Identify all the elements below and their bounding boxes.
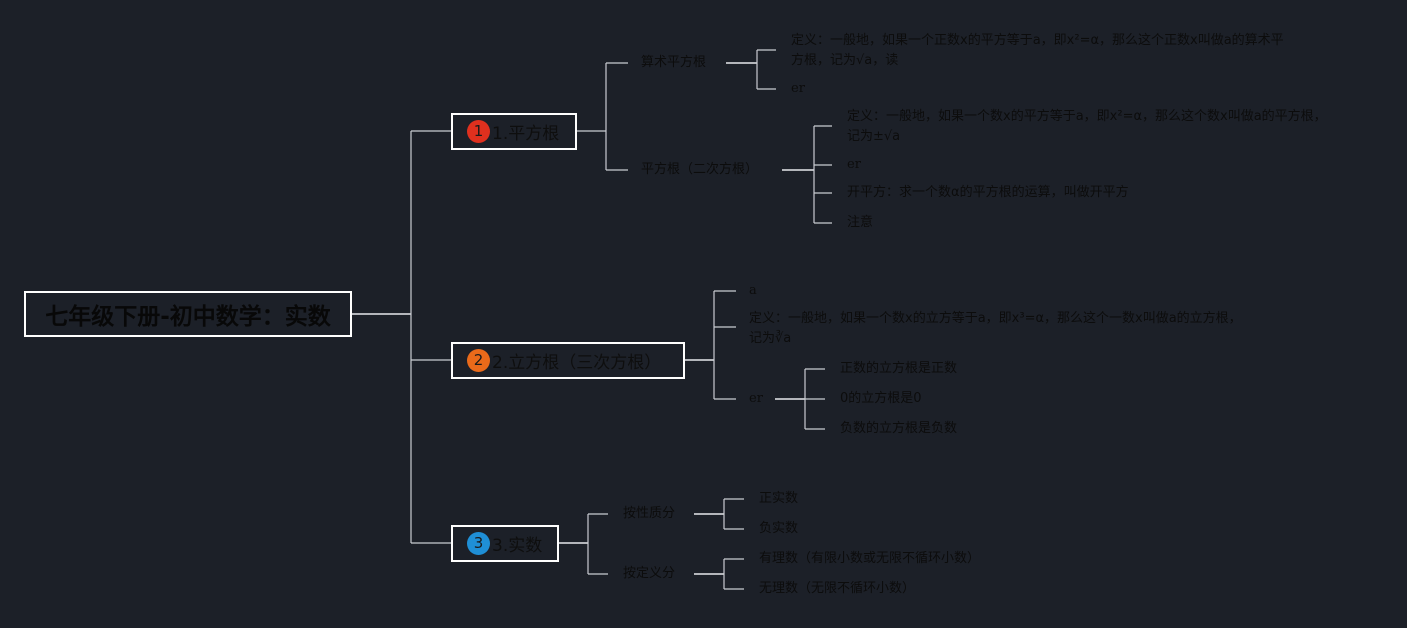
node-irrational[interactable]: 无理数（无限不循环小数） [759, 581, 916, 596]
node-square-root[interactable]: 平方根（二次方根） [641, 162, 759, 177]
branch-node-2[interactable]: 2 2.立方根（三次方根） [451, 342, 685, 379]
branch-node-3[interactable]: 3 3.实数 [451, 525, 559, 562]
node-arithmetic-root-er[interactable]: er [791, 81, 805, 96]
root-node[interactable]: 七年级下册-初中数学：实数 [24, 291, 352, 337]
branch-label-1: 1.平方根 [492, 124, 560, 144]
node-cube-root-er[interactable]: er [749, 391, 763, 406]
badge-1-icon: 1 [467, 120, 490, 143]
branch-node-1[interactable]: 1 1.平方根 [451, 113, 577, 150]
node-by-definition[interactable]: 按定义分 [623, 566, 676, 581]
root-title: 七年级下册-初中数学：实数 [45, 304, 331, 330]
node-square-root-note[interactable]: 注意 [847, 215, 874, 230]
node-square-root-definition[interactable]: 定义：一般地，如果一个数x的平方等于a，即x²=α，那么这个数x叫做a的平方根，… [847, 109, 1327, 144]
node-rational[interactable]: 有理数（有限小数或无限不循环小数） [759, 551, 981, 566]
node-cube-root-zero[interactable]: 0的立方根是0 [840, 391, 922, 406]
node-arithmetic-square-root[interactable]: 算术平方根 [641, 55, 707, 70]
node-negative-real[interactable]: 负实数 [759, 521, 799, 536]
node-cube-root-definition[interactable]: 定义：一般地，如果一个数x的立方等于a，即x³=α，那么这个一数x叫做a的立方根… [749, 311, 1242, 346]
badge-2-icon: 2 [467, 349, 490, 372]
node-square-root-er[interactable]: er [847, 157, 861, 172]
badge-3-icon: 3 [467, 532, 490, 555]
node-positive-real[interactable]: 正实数 [759, 491, 799, 506]
node-by-property[interactable]: 按性质分 [623, 506, 676, 521]
node-cube-root-positive[interactable]: 正数的立方根是正数 [840, 361, 958, 376]
node-cube-root-a[interactable]: a [749, 283, 757, 298]
node-cube-root-negative[interactable]: 负数的立方根是负数 [840, 421, 958, 436]
branch-label-2: 2.立方根（三次方根） [492, 353, 662, 373]
node-arithmetic-root-definition[interactable]: 定义：一般地，如果一个正数x的平方等于a，即x²=α，那么这个正数x叫做a的算术… [791, 33, 1284, 68]
branch-label-3: 3.实数 [492, 536, 543, 556]
node-square-root-operation[interactable]: 开平方：求一个数α的平方根的运算，叫做开平方 [847, 185, 1129, 200]
